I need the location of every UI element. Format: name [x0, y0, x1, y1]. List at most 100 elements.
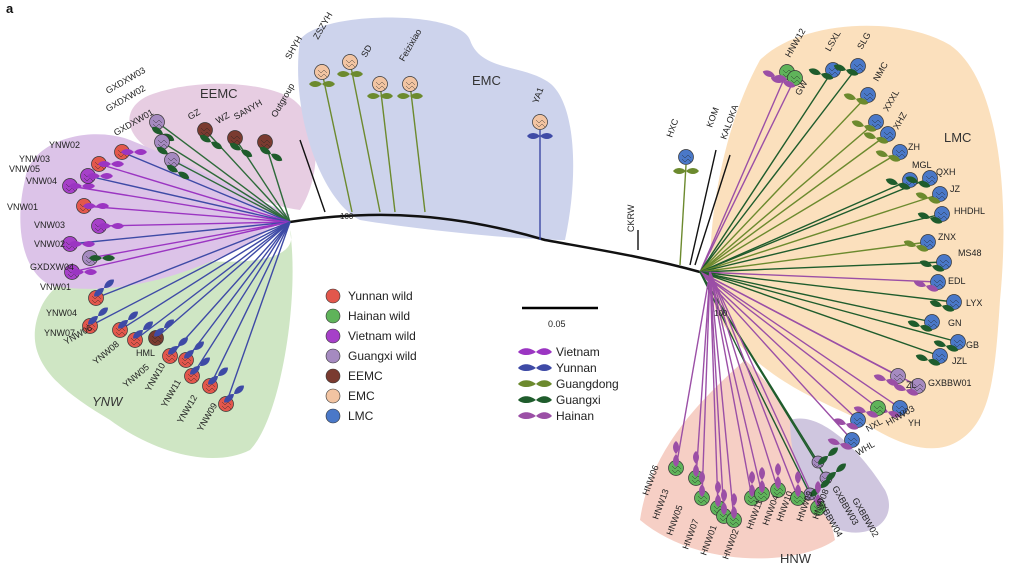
- fruit-marker: [164, 152, 180, 168]
- leaf-marker: [118, 311, 138, 329]
- tree-branch: [699, 271, 859, 421]
- leaf-marker: [121, 149, 147, 155]
- leaf-marker: [699, 471, 705, 497]
- tip-label: YNW04: [46, 308, 77, 318]
- tip-label: YNW02: [49, 140, 80, 150]
- fruit-marker: [870, 400, 886, 416]
- tree-branch: [689, 149, 717, 266]
- leaf-marker: [259, 146, 283, 162]
- legend-item-fruit: Guangxi wild: [325, 348, 417, 364]
- leaf-marker: [833, 418, 859, 430]
- clade-region-lmc: [710, 25, 1004, 449]
- fruit-marker: [787, 70, 803, 86]
- tree-branch: [709, 271, 753, 499]
- leaf-marker: [83, 203, 109, 209]
- leaf-marker: [893, 384, 919, 396]
- tip-label: ZH: [908, 142, 920, 152]
- tree-backbone: [289, 213, 701, 274]
- leaf-marker: [94, 279, 114, 297]
- tip-label: VNW01: [7, 202, 38, 212]
- fruit-marker: [892, 400, 908, 416]
- tip-label: KOM: [704, 106, 720, 129]
- tree-branch: [171, 159, 291, 223]
- tip-label: ZL: [906, 380, 917, 390]
- fruit-marker: [890, 368, 906, 384]
- leaf-marker: [337, 71, 363, 77]
- leaf-marker: [154, 319, 174, 337]
- leaf-marker: [98, 161, 124, 167]
- leaf-marker: [808, 68, 834, 80]
- tree-branch: [119, 221, 291, 331]
- leaf-marker: [166, 164, 190, 180]
- tree-branch: [699, 121, 877, 273]
- leaf-marker: [224, 385, 244, 403]
- panel-label: a: [6, 1, 14, 16]
- tree-branch: [699, 177, 931, 273]
- fruit-marker: [678, 149, 694, 165]
- fruit-marker: [910, 378, 926, 394]
- tree-branch: [161, 141, 291, 223]
- legend-label: EEMC: [348, 369, 383, 383]
- leaf-marker: [875, 150, 901, 162]
- tree-branch: [89, 221, 291, 327]
- leaf-marker: [693, 451, 699, 477]
- tree-branch: [699, 271, 901, 409]
- leaf-marker: [168, 337, 188, 355]
- tree-branch: [209, 221, 291, 387]
- legend-leaf-swatch: [518, 396, 552, 403]
- leaf-marker: [907, 320, 933, 332]
- fruit-marker: [930, 274, 946, 290]
- legend-item-leaf: Hainan: [518, 409, 594, 423]
- fruit-marker: [880, 126, 896, 142]
- leaf-marker: [833, 64, 859, 76]
- tip-label: VNW01: [40, 282, 71, 292]
- leaf-marker: [759, 467, 765, 493]
- leaf-marker: [527, 133, 553, 139]
- leaf-marker: [229, 142, 253, 158]
- legend-item-fruit: Yunnan wild: [325, 288, 413, 304]
- tree-branch: [701, 271, 711, 499]
- tip-label: YNW07: [44, 328, 75, 338]
- tree-branch: [225, 221, 291, 405]
- leaf-marker: [89, 255, 115, 261]
- tree-branch: [699, 151, 901, 273]
- bootstrap-right: 100: [714, 309, 728, 318]
- tree-branch: [695, 271, 711, 479]
- tree-branch: [87, 175, 291, 223]
- tree-branch: [69, 221, 291, 245]
- tip-label: LYX: [966, 298, 982, 308]
- clade-label-emc: EMC: [472, 73, 501, 88]
- fruit-marker: [922, 170, 938, 186]
- legend-leaf-swatch: [518, 412, 552, 419]
- leaf-marker: [749, 471, 755, 497]
- leaf-marker: [851, 120, 877, 132]
- tree-branch: [675, 271, 711, 469]
- legend-swatch: [325, 328, 341, 344]
- legend-swatch: [325, 348, 341, 364]
- fruit-marker: [850, 58, 866, 74]
- fruit-marker: [932, 186, 948, 202]
- fruit-marker: [920, 234, 936, 250]
- leaf-marker: [199, 134, 223, 150]
- leaf-marker: [721, 489, 727, 515]
- tree-branch: [191, 221, 291, 377]
- legend-leaf-swatch: [518, 364, 552, 371]
- tree-branch: [699, 94, 869, 273]
- clade-label-eemc: EEMC: [200, 86, 238, 101]
- clade-label-lmc: LMC: [944, 130, 971, 145]
- leaf-marker: [673, 168, 699, 174]
- tip-label: GB: [966, 340, 979, 350]
- tree-branch: [83, 205, 291, 223]
- leaf-marker: [905, 176, 931, 188]
- leaf-marker: [397, 93, 423, 99]
- legend-item-leaf: Guangdong: [518, 377, 619, 391]
- legend-swatch: [325, 388, 341, 404]
- tree-branch: [155, 221, 291, 339]
- fruit-marker: [936, 254, 952, 270]
- tree-branch: [699, 193, 941, 273]
- leaf-marker: [673, 441, 679, 467]
- clade-region-gxbbw: [790, 418, 889, 533]
- clade-region-emc: [298, 17, 574, 240]
- fruit-marker: [197, 122, 213, 138]
